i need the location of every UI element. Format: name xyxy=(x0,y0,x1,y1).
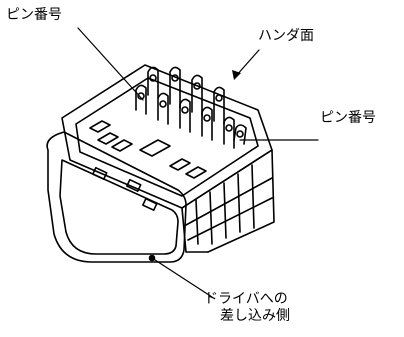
label-driver-line2: 差し込み側 xyxy=(220,308,290,324)
leader-lines xyxy=(77,27,319,298)
housing-body xyxy=(61,64,275,253)
label-driver-insert-side: ドライバへの 差し込み側 xyxy=(204,291,290,325)
pin-contacts xyxy=(135,66,247,149)
label-pin-number-right: ピン番号 xyxy=(320,110,376,126)
label-pin-number-top: ピン番号 xyxy=(6,7,62,23)
plug-face xyxy=(46,131,187,263)
top-slots xyxy=(89,120,207,179)
label-driver-line1: ドライバへの xyxy=(204,291,288,307)
label-solder-side: ハンダ面 xyxy=(258,28,314,44)
